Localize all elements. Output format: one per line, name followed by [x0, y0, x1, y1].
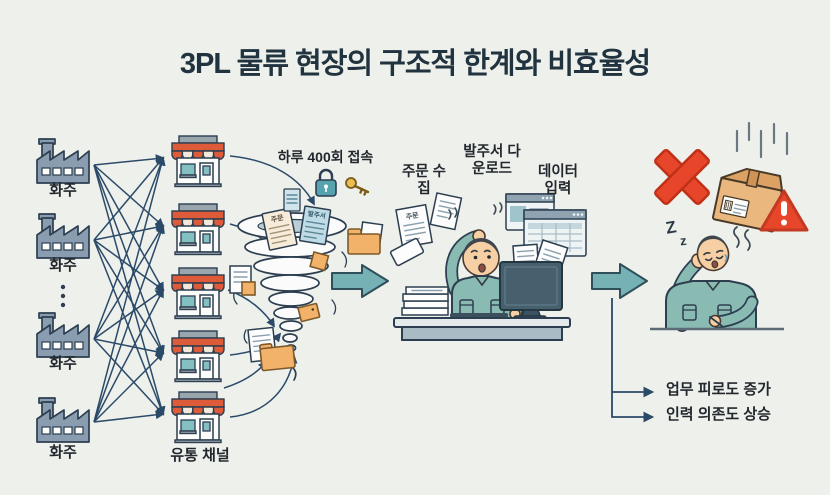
outcome-dependency-label: 인력 의존도 상승: [666, 406, 771, 423]
falling-lines: [735, 121, 789, 159]
flying-paper-low: [389, 237, 425, 267]
page-title: 3PL 물류 현장의 구조적 한계와 비효율성: [179, 48, 651, 80]
shipper-label-4: 화주: [49, 444, 77, 461]
store-icon-3: [171, 267, 225, 320]
warning-triangle-icon: [759, 189, 809, 232]
doc-folder-bottom: [247, 326, 296, 372]
sigh-squiggles: [733, 226, 751, 251]
factory-icon-1: [36, 138, 90, 184]
folder-doc-right: [347, 221, 384, 255]
task-data-entry-label: 데이터 입력: [537, 164, 579, 198]
funnel-caption: 하루 400회 접속: [277, 149, 374, 165]
flow-arrow-1: [331, 264, 389, 298]
task-order-collect-label: 주문 수집: [401, 164, 447, 198]
keyboard-icon: [450, 313, 508, 318]
key-icon: [345, 177, 370, 196]
error-x-icon: [654, 149, 710, 205]
browser-window-2: [523, 209, 587, 257]
outcome-fatigue-label: 업무 피로도 증가: [666, 381, 771, 398]
orange-note-icon: [309, 251, 330, 272]
po-doc-label: 발주서: [307, 209, 326, 221]
desk: [393, 317, 571, 341]
po-doc: 발주서: [298, 205, 332, 246]
store-icon-5: [171, 391, 225, 444]
order-doc-label: 주문: [270, 214, 285, 225]
parcel-icon: [297, 302, 321, 323]
stress-marks: [448, 202, 503, 220]
order-doc: 주문: [261, 207, 298, 251]
lock-icon: [315, 168, 337, 197]
small-doc-icon: [283, 188, 301, 212]
doc-note-left: [229, 265, 256, 296]
network-arrows: [93, 154, 166, 423]
paper-stack: [401, 286, 449, 316]
ellipsis-dots: [60, 284, 66, 308]
worker-scene: 주문: [389, 192, 587, 341]
flying-note-label: 주문: [405, 211, 420, 221]
store-icon-4: [171, 330, 225, 383]
factory-icon-3: [36, 312, 90, 358]
factory-icon-4: [36, 397, 90, 443]
store-icon-2: [171, 203, 225, 256]
flow-arrow-2: [591, 263, 648, 299]
shipper-label-1: 화주: [49, 182, 77, 199]
falling-box-icon: [712, 167, 784, 233]
task-po-download-label: 발주서 다운로드: [463, 144, 521, 178]
store-icon-1: [171, 135, 225, 188]
shipper-label-3: 화주: [49, 355, 77, 372]
factory-icon-2: [36, 213, 90, 259]
tired-worker-figure: [650, 226, 784, 332]
flying-paper: [429, 192, 463, 231]
outcome-branch-lines: [611, 298, 655, 423]
shipper-label-2: 화주: [49, 257, 77, 274]
channel-label: 유통 채널: [170, 447, 230, 464]
sleep-mark-small: z: [679, 232, 688, 249]
